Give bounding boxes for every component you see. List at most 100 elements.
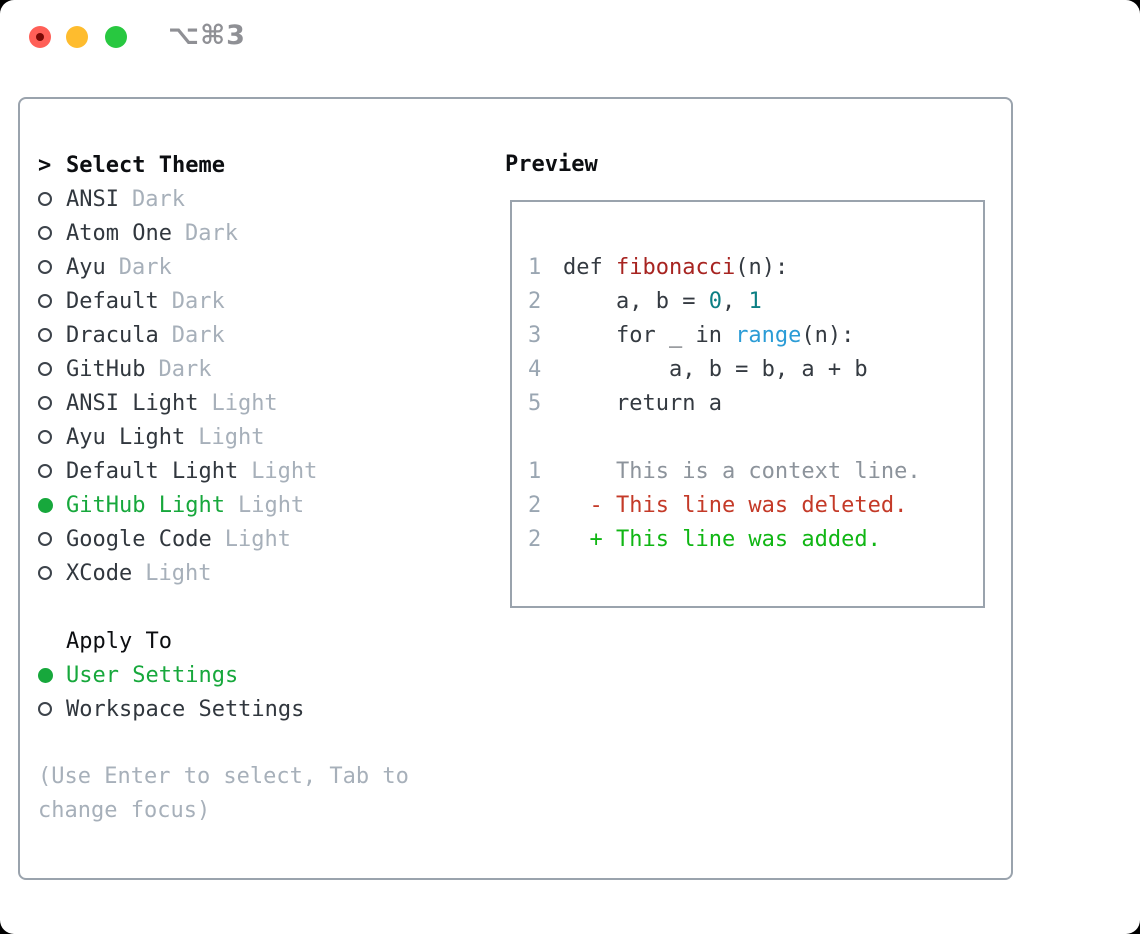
line-number: 1	[528, 459, 542, 484]
apply-to-label: Apply To	[66, 628, 172, 654]
line-number: 4	[528, 357, 542, 382]
radio-unselected-icon	[38, 328, 66, 342]
minimize-button[interactable]	[66, 26, 88, 48]
radio-glyph	[38, 667, 53, 683]
radio-unselected-icon	[38, 260, 66, 274]
theme-option-ayu-dark[interactable]: Ayu Dark	[38, 250, 409, 284]
theme-name: XCode	[66, 560, 133, 586]
radio-glyph	[38, 226, 52, 240]
radio-glyph	[38, 566, 52, 580]
help-text-line: (Use Enter to select, Tab to	[38, 764, 409, 789]
radio-glyph	[38, 430, 52, 444]
theme-variant-tag: Dark	[171, 288, 225, 314]
radio-glyph	[38, 294, 52, 308]
code-segment-builtin: range	[735, 323, 802, 348]
code-segment-plain: return a	[563, 391, 722, 416]
window-title: ⌥⌘3	[168, 20, 246, 51]
theme-variant-tag: Dark	[131, 186, 185, 212]
radio-glyph	[38, 328, 52, 342]
theme-variant-tag: Dark	[118, 254, 172, 280]
line-number: 2	[528, 527, 542, 552]
theme-name: GitHub	[66, 356, 146, 382]
radio-unselected-icon	[38, 702, 66, 716]
radio-unselected-icon	[38, 362, 66, 376]
line-number: 3	[528, 323, 542, 348]
theme-option-xcode-light[interactable]: XCode Light	[38, 556, 409, 590]
theme-variant-tag: Light	[145, 560, 212, 586]
theme-option-ayu-light-light[interactable]: Ayu Light Light	[38, 420, 409, 454]
theme-option-atom-one-dark[interactable]: Atom One Dark	[38, 216, 409, 250]
prompt-caret-glyph: >	[38, 152, 52, 178]
theme-name: Atom One	[66, 220, 172, 246]
code-segment-plain: ,	[721, 289, 749, 314]
theme-option-default-light-light[interactable]: Default Light Light	[38, 454, 409, 488]
theme-variant-tag: Dark	[184, 220, 238, 246]
radio-glyph	[38, 396, 52, 410]
radio-unselected-icon	[38, 430, 66, 444]
apply-option-workspace-settings[interactable]: Workspace Settings	[38, 692, 409, 726]
theme-variant-tag: Dark	[171, 322, 225, 348]
theme-name: Google Code	[66, 526, 212, 552]
radio-glyph	[38, 702, 52, 716]
code-segment-plain: a, b =	[563, 289, 709, 314]
code-segment-num: 0	[708, 289, 722, 314]
theme-option-default-dark[interactable]: Default Dark	[38, 284, 409, 318]
theme-variant-tag: Light	[211, 390, 278, 416]
theme-name: Ayu Light	[66, 424, 186, 450]
close-button[interactable]	[29, 26, 51, 48]
apply-option-user-settings[interactable]: User Settings	[38, 658, 409, 692]
diff-text: This is a context line.	[563, 459, 921, 484]
theme-name: Default	[66, 288, 159, 314]
radio-unselected-icon	[38, 226, 66, 240]
help-text-line: change focus)	[38, 798, 211, 823]
radio-selected-icon	[38, 667, 66, 683]
theme-variant-tag: Light	[251, 458, 318, 484]
code-line: 4 a, b = b, a + b	[528, 353, 983, 387]
diff-line-added: 2 + This line was added.	[528, 523, 983, 557]
line-number: 1	[528, 255, 542, 280]
apply-to-header: Apply To	[38, 624, 409, 658]
radio-unselected-icon	[38, 532, 66, 546]
line-number: 2	[528, 289, 542, 314]
radio-unselected-icon	[38, 192, 66, 206]
diff-text: - This line was deleted.	[563, 493, 908, 518]
code-segment-plain: for _ in	[563, 323, 736, 348]
zoom-button[interactable]	[105, 26, 127, 48]
code-line: 3 for _ in range(n):	[528, 319, 983, 353]
theme-name: Ayu	[66, 254, 106, 280]
radio-selected-icon	[38, 497, 66, 513]
spacer	[38, 726, 409, 760]
radio-unselected-icon	[38, 396, 66, 410]
code-segment-num: 1	[748, 289, 762, 314]
code-line: 2 a, b = 0, 1	[528, 285, 983, 319]
radio-glyph	[38, 497, 53, 513]
theme-variant-tag: Light	[237, 492, 305, 518]
radio-glyph	[38, 192, 52, 206]
spacer	[38, 590, 409, 624]
theme-variant-tag: Light	[198, 424, 265, 450]
titlebar: ⌥⌘3	[0, 0, 1140, 74]
prompt-caret: >	[38, 153, 66, 178]
theme-option-dracula-dark[interactable]: Dracula Dark	[38, 318, 409, 352]
code-line: 5 return a	[528, 387, 983, 421]
radio-glyph	[38, 260, 52, 274]
theme-name: Default Light	[66, 458, 239, 484]
blank-line	[528, 421, 983, 455]
code-segment-plain: (n):	[801, 323, 855, 348]
radio-glyph	[38, 362, 52, 376]
theme-option-ansi-dark[interactable]: ANSI Dark	[38, 182, 409, 216]
theme-name: ANSI	[66, 186, 119, 212]
code-segment-plain: (n):	[735, 255, 789, 280]
line-number: 2	[528, 493, 542, 518]
radio-unselected-icon	[38, 464, 66, 478]
diff-text: + This line was added.	[563, 527, 881, 552]
radio-unselected-icon	[38, 566, 66, 580]
theme-name: Dracula	[66, 322, 159, 348]
